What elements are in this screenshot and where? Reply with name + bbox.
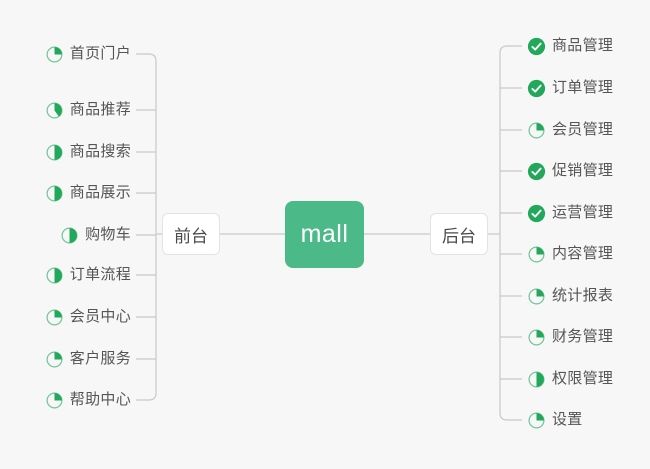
branch-node[interactable]: 会员中心 [45, 305, 131, 329]
pie-progress-icon [528, 328, 545, 346]
branch-node-label: 会员管理 [552, 121, 614, 138]
branch-node-label: 商品推荐 [69, 101, 131, 118]
branch-node-label: 帮助中心 [69, 391, 131, 408]
connector-path [136, 53, 157, 62]
branch-node[interactable]: 商品推荐 [45, 98, 131, 122]
mid-node-frontend[interactable]: 前台 [162, 213, 220, 255]
branch-node-label: 会员中心 [69, 308, 131, 325]
pie-progress-icon [528, 370, 545, 388]
pie-progress-icon [46, 350, 63, 368]
branch-node[interactable]: 权限管理 [527, 367, 613, 391]
branch-node-label: 客户服务 [69, 350, 131, 367]
branch-node[interactable]: 客户服务 [45, 347, 131, 371]
mid-node-backend[interactable]: 后台 [430, 213, 488, 255]
root-node-mall[interactable]: mall [285, 201, 364, 268]
branch-node[interactable]: 商品管理 [527, 34, 613, 58]
branch-node[interactable]: 会员管理 [527, 118, 613, 142]
pie-progress-icon [528, 287, 545, 305]
connector-path [136, 392, 157, 401]
branch-node[interactable]: 统计报表 [527, 284, 613, 308]
branch-node-label: 订单流程 [69, 266, 131, 283]
branch-node-label: 首页门户 [69, 45, 131, 62]
left-branch: 首页门户商品推荐商品搜索商品展示购物车订单流程会员中心客户服务帮助中心 [0, 0, 131, 469]
pie-progress-icon [61, 226, 78, 244]
branch-node[interactable]: 首页门户 [45, 42, 131, 66]
pie-progress-icon [46, 391, 63, 409]
branch-node-label: 商品管理 [552, 37, 614, 54]
pie-progress-icon [528, 245, 545, 263]
branch-node-label: 财务管理 [552, 328, 614, 345]
right-branch: 商品管理订单管理会员管理促销管理运营管理内容管理统计报表财务管理权限管理设置 [527, 0, 650, 469]
branch-node-label: 促销管理 [552, 162, 614, 179]
mid-node-frontend-label: 前台 [174, 226, 208, 246]
branch-node-label: 内容管理 [552, 245, 614, 262]
pie-progress-icon [528, 411, 545, 429]
check-circle-icon [527, 37, 546, 55]
pie-progress-icon [46, 45, 63, 63]
pie-progress-icon [528, 121, 545, 139]
branch-node[interactable]: 商品展示 [45, 181, 131, 205]
check-circle-icon [527, 162, 546, 180]
branch-node-label: 权限管理 [552, 370, 614, 387]
branch-node-label: 统计报表 [552, 287, 614, 304]
branch-node-label: 商品展示 [69, 184, 131, 201]
branch-node-label: 运营管理 [552, 204, 614, 221]
branch-node[interactable]: 帮助中心 [45, 388, 131, 412]
branch-node[interactable]: 内容管理 [527, 242, 613, 266]
branch-node-label: 购物车 [85, 226, 131, 243]
pie-progress-icon [46, 266, 63, 284]
branch-node[interactable]: 购物车 [60, 223, 131, 247]
pie-progress-icon [46, 308, 63, 326]
branch-node[interactable]: 促销管理 [527, 159, 613, 183]
pie-progress-icon [46, 143, 63, 161]
connector-path [499, 45, 522, 54]
branch-node[interactable]: 运营管理 [527, 201, 613, 225]
branch-node[interactable]: 财务管理 [527, 325, 613, 349]
connector-path [499, 412, 522, 421]
branch-node[interactable]: 订单流程 [45, 263, 131, 287]
branch-node-label: 订单管理 [552, 79, 614, 96]
branch-node[interactable]: 订单管理 [527, 76, 613, 100]
branch-node-label: 商品搜索 [69, 143, 131, 160]
branch-node-label: 设置 [552, 411, 583, 428]
pie-progress-icon [46, 184, 63, 202]
branch-node[interactable]: 设置 [527, 408, 583, 432]
root-node-label: mall [300, 220, 349, 248]
check-circle-icon [527, 79, 546, 97]
mid-node-backend-label: 后台 [442, 226, 476, 246]
branch-node[interactable]: 商品搜索 [45, 140, 131, 164]
pie-progress-icon [46, 101, 63, 119]
check-circle-icon [527, 204, 546, 222]
